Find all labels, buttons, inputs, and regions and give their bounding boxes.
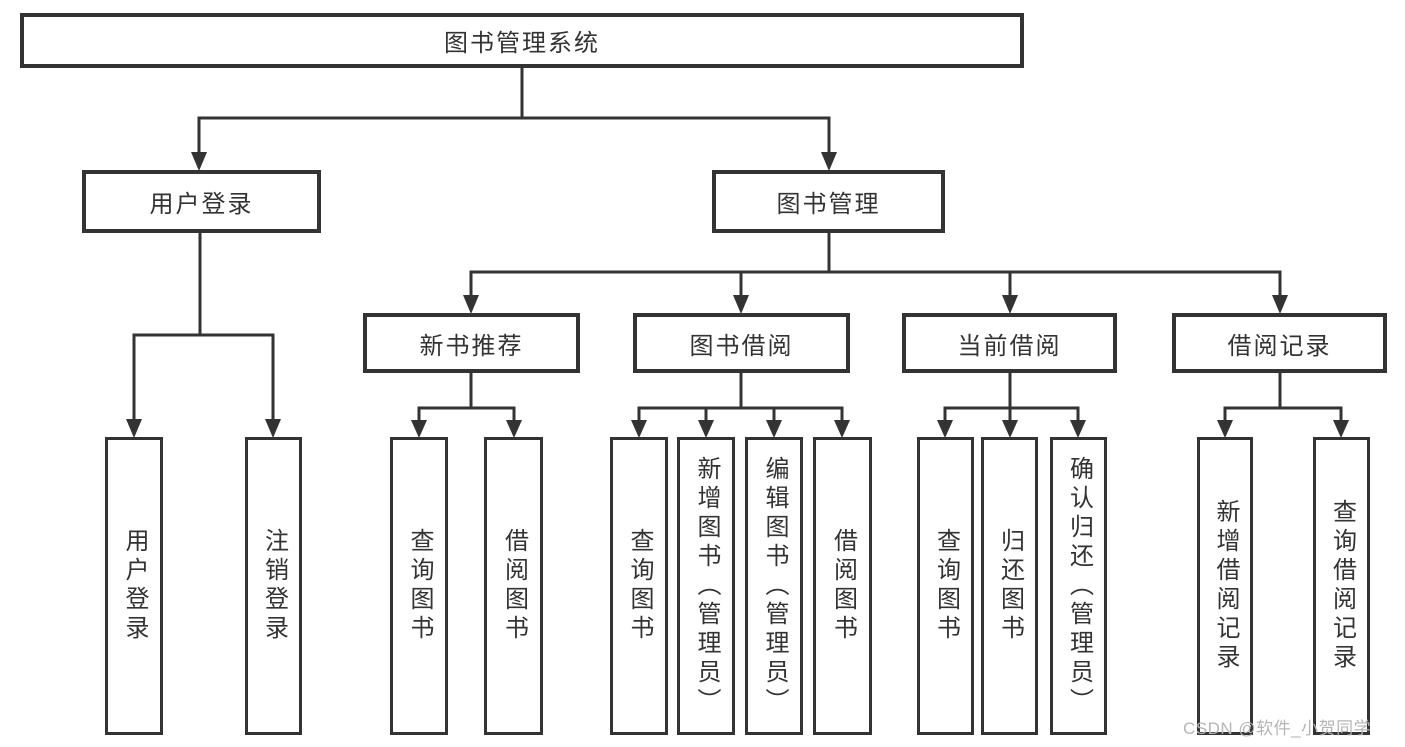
leaf-query-borrow-record: 查询借阅记录 [1313,437,1370,735]
leaf-label: 新增图书（管理员） [693,455,720,717]
node-book-management: 图书管理 [712,170,945,233]
leaf-return-books: 归还图书 [981,437,1038,735]
leaf-label: 查询借阅记录 [1328,499,1356,673]
node-book-borrowing: 图书借阅 [633,313,850,373]
leaf-label: 借阅图书 [500,528,528,644]
leaf-add-borrow-record: 新增借阅记录 [1197,437,1253,735]
leaf-add-books-admin: 新增图书（管理员） [677,437,735,735]
leaf-label: 确认归还（管理员） [1065,455,1093,717]
leaf-confirm-return-admin: 确认归还（管理员） [1050,437,1107,735]
node-new-book-recommend: 新书推荐 [363,313,580,373]
node-current-borrowing: 当前借阅 [902,313,1117,373]
leaf-borrow-books: 借阅图书 [813,437,872,735]
leaf-borrow-books-recommend: 借阅图书 [484,437,543,735]
leaf-label: 归还图书 [996,528,1024,644]
node-root: 图书管理系统 [20,13,1024,68]
leaf-logout: 注销登录 [245,437,302,735]
leaf-label: 查询图书 [932,528,960,644]
leaf-edit-books-admin: 编辑图书（管理员） [745,437,803,735]
leaf-label: 新增借阅记录 [1212,499,1239,673]
leaf-label: 注销登录 [260,528,288,644]
node-borrowing-records: 借阅记录 [1172,313,1387,373]
leaf-label: 编辑图书（管理员） [761,455,788,717]
csdn-watermark: CSDN @软件_小贺同学 [1183,719,1372,738]
leaf-label: 用户登录 [121,528,148,644]
leaf-label: 查询图书 [406,528,433,644]
node-user-login: 用户登录 [82,170,321,233]
leaf-label: 借阅图书 [829,528,857,644]
leaf-query-books-recommend: 查询图书 [390,437,448,735]
leaf-query-books-current: 查询图书 [917,437,974,735]
leaf-label: 查询图书 [626,528,653,644]
leaf-query-books-borrowing: 查询图书 [610,437,668,735]
leaf-user-login: 用户登录 [105,437,163,735]
